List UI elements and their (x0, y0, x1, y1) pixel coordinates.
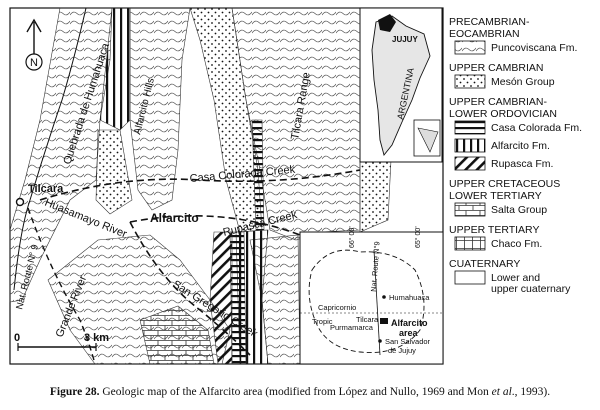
inset-country-map: JUJUY ARGENTINA (359, 7, 443, 163)
label-lon2: 65° 00' (414, 226, 422, 248)
legend-swatch-brick (454, 202, 486, 217)
legend-swatch-dots (454, 74, 486, 89)
legend-heading: UPPER CAMBRIAN- (449, 96, 548, 108)
scale-bar: 0 3 km (14, 332, 109, 351)
legend-label: Lower and (491, 272, 540, 284)
legend-label: Rupasca Fm. (491, 158, 553, 170)
unit-salta (139, 305, 215, 365)
tilcara-marker (15, 197, 25, 207)
legend-label: Alfarcito Fm. (491, 140, 550, 152)
label-san-salvador: San Salvador (385, 337, 431, 346)
legend-heading: LOWER TERTIARY (449, 190, 542, 202)
legend-swatch-diagonal (454, 156, 486, 171)
casa-colorada-creek-line (39, 169, 361, 201)
argentina-outline (371, 15, 431, 156)
unit-casa-colorada-2 (251, 119, 265, 231)
unit-meson-2 (95, 129, 133, 215)
legend-heading: UPPER CRETACEOUS (449, 178, 560, 190)
unit-rupasca (209, 231, 233, 365)
legend-swatch-wavy (454, 40, 486, 55)
label-de-jujuy: de Jujuy (388, 346, 416, 355)
label-inset-route9: Nat. Route N°9 (369, 241, 382, 292)
legend-label: Mesón Group (491, 76, 555, 88)
svg-text:0: 0 (14, 332, 20, 344)
legend-label: upper cuaternary (491, 283, 571, 295)
label-tropic: Tropic (312, 317, 333, 326)
legend-swatch-vertical (454, 138, 486, 153)
legend-label: Casa Colorada Fm. (491, 122, 582, 134)
legend-label: Puncoviscana Fm. (491, 42, 577, 54)
inset-area-outline (308, 249, 425, 353)
label-area: area (399, 328, 419, 338)
route9-line (13, 7, 87, 291)
legend-heading: CUATERNARY (449, 258, 520, 270)
svg-text:N: N (30, 57, 38, 69)
label-lon1: 66° 00' (348, 226, 356, 248)
legend-label: Salta Group (491, 204, 547, 216)
legend-heading: PRECAMBRIAN- (449, 16, 530, 28)
label-purmamarca: Purmamarca (330, 323, 374, 332)
label-inset-tilcara: Tilcara (356, 315, 379, 324)
legend-heading: LOWER ORDOVICIAN (449, 108, 557, 120)
legend-heading: UPPER TERTIARY (449, 224, 539, 236)
unit-alfarcito (99, 7, 131, 131)
label-capricornio: Capricornio (318, 303, 356, 312)
legend-swatch-blank (454, 270, 486, 285)
legend: PRECAMBRIAN-EOCAMBRIAN Puncoviscana Fm. UP… (449, 16, 582, 295)
san-gregorio-creek-line (129, 221, 251, 356)
north-arrow-icon: N (25, 18, 43, 71)
inset-location-map: 66° 00' 65° 00' Nat. Route N°9 Humahuaca… (299, 226, 444, 365)
unit-casa-colorada (229, 231, 247, 365)
caption-et-al: et al (491, 386, 512, 398)
caption-text-end: ., 1993). (511, 386, 551, 398)
figure-caption: Figure 28. Geologic map of the Alfarcito… (0, 386, 600, 398)
svg-text:3 km: 3 km (84, 332, 109, 344)
unit-puncoviscana-central (129, 7, 191, 211)
grande-river-line (27, 207, 96, 365)
legend-swatch-grid (454, 236, 486, 251)
label-jujuy: JUJUY (392, 35, 418, 44)
label-tilcara: Tilcara (28, 183, 64, 195)
jujuy-province (378, 14, 396, 32)
label-humahuaca: Humahuaca (389, 293, 430, 302)
caption-text: Geologic map of the Alfarcito area (modi… (99, 386, 492, 398)
caption-figure-number: Figure 28. (49, 386, 100, 398)
legend-swatch-horizontal (454, 120, 486, 135)
legend-heading: UPPER CAMBRIAN (449, 62, 544, 74)
legend-label: Chaco Fm. (491, 238, 542, 250)
legend-heading: EOCAMBRIAN (449, 28, 520, 40)
label-alfarcito-area: Alfarcito (391, 318, 428, 328)
alfarcito-area-marker (380, 318, 388, 324)
label-alfarcito: Alfarcito (150, 211, 199, 225)
